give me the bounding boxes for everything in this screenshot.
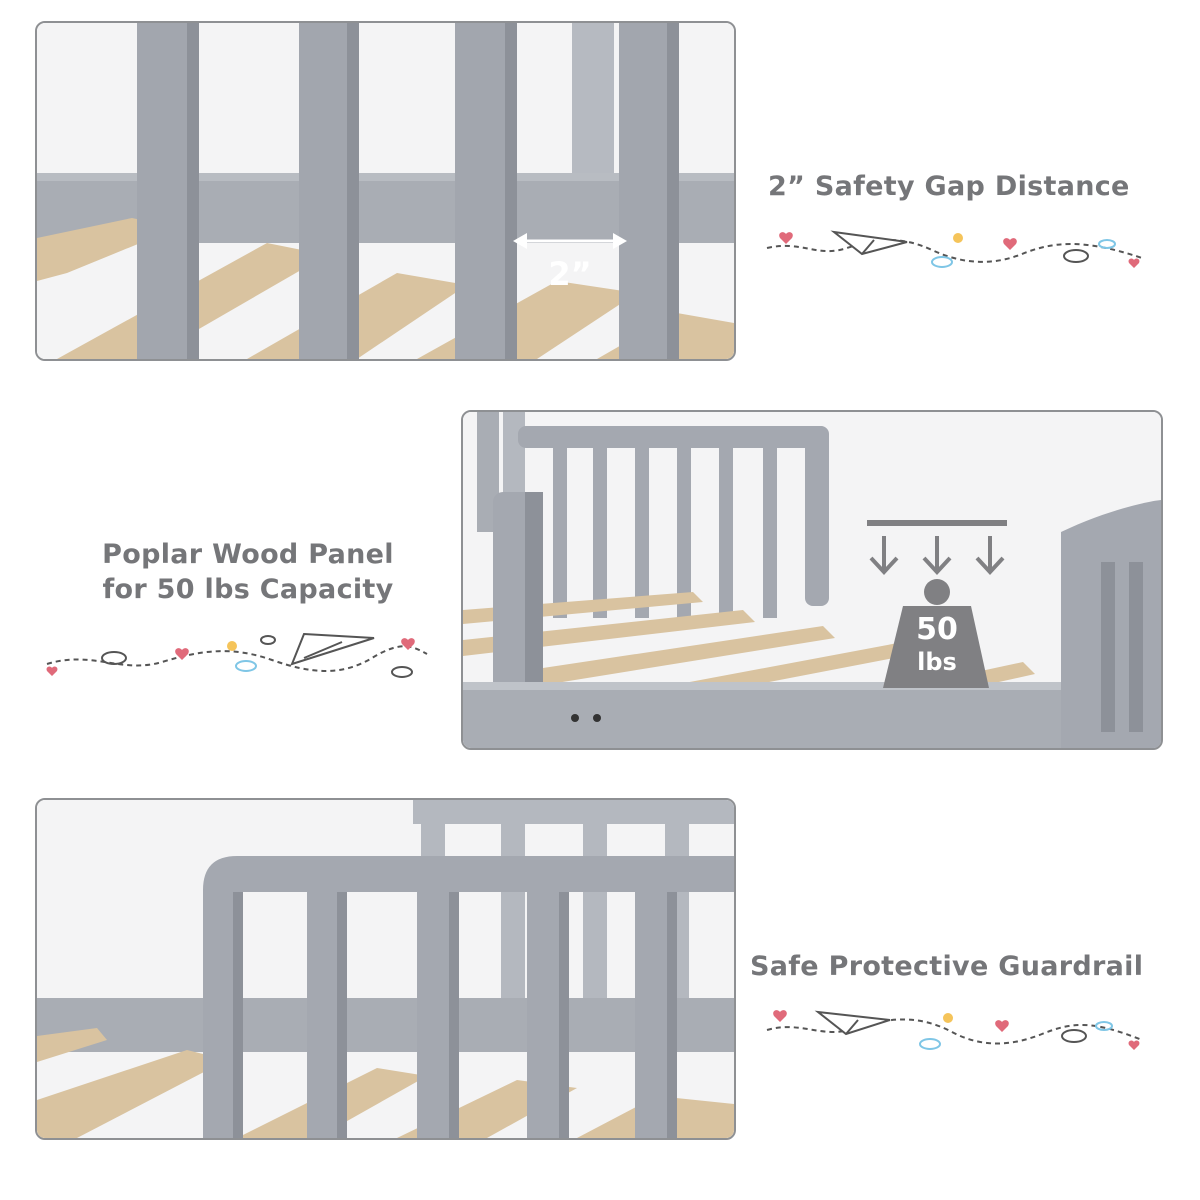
weight-icon <box>883 579 989 688</box>
heart-icon <box>995 1020 1009 1032</box>
bed-guardrail-illustration <box>37 800 734 1138</box>
weight-value: 50 <box>916 612 958 647</box>
feature-title-capacity-line2: for 50 lbs Capacity <box>102 573 394 605</box>
cloud-icon <box>931 256 953 268</box>
heart-icon <box>773 1010 787 1022</box>
double-arrow-icon <box>513 233 627 249</box>
doodle-divider <box>46 632 428 678</box>
sun-icon <box>953 233 963 243</box>
gap-label: 2” <box>548 255 592 293</box>
cloud-icon <box>1098 239 1116 249</box>
cloud-icon <box>919 1038 941 1050</box>
capacity-photo-panel: 50 lbs <box>461 410 1163 750</box>
cloud-icon <box>1063 249 1089 263</box>
feature-title-gap: 2” Safety Gap Distance <box>768 171 1130 202</box>
weight-unit: lbs <box>917 648 957 676</box>
down-arrow-icon <box>869 536 899 575</box>
heart-icon <box>401 638 415 650</box>
feature-title-capacity: Poplar Wood Panel for 50 lbs Capacity <box>48 538 448 607</box>
bed-gap-illustration <box>37 23 734 359</box>
heart-icon <box>1128 1040 1140 1050</box>
cloud-icon <box>260 635 276 645</box>
cloud-icon <box>235 660 257 672</box>
heart-icon <box>779 232 793 244</box>
cloud-icon <box>1095 1021 1113 1031</box>
cloud-icon <box>1061 1029 1087 1043</box>
sun-icon <box>227 641 237 651</box>
paper-plane-icon <box>290 632 375 666</box>
heart-icon <box>1003 238 1017 250</box>
down-arrow-icon <box>922 536 952 575</box>
gap-photo-panel: 2” <box>35 21 736 361</box>
feature-title-guardrail: Safe Protective Guardrail <box>750 951 1144 982</box>
down-arrow-icon <box>975 536 1005 575</box>
cloud-icon <box>101 651 127 665</box>
guardrail-photo-panel <box>35 798 736 1140</box>
doodle-divider <box>766 1010 1143 1050</box>
heart-icon <box>46 666 58 676</box>
cloud-icon <box>391 666 413 678</box>
feature-title-capacity-line1: Poplar Wood Panel <box>102 539 394 570</box>
bed-capacity-illustration <box>463 412 1161 748</box>
paper-plane-icon <box>814 1010 891 1036</box>
heart-icon <box>1128 258 1140 268</box>
sun-icon <box>943 1013 953 1023</box>
heart-icon <box>175 648 189 660</box>
doodle-divider <box>766 230 1143 268</box>
